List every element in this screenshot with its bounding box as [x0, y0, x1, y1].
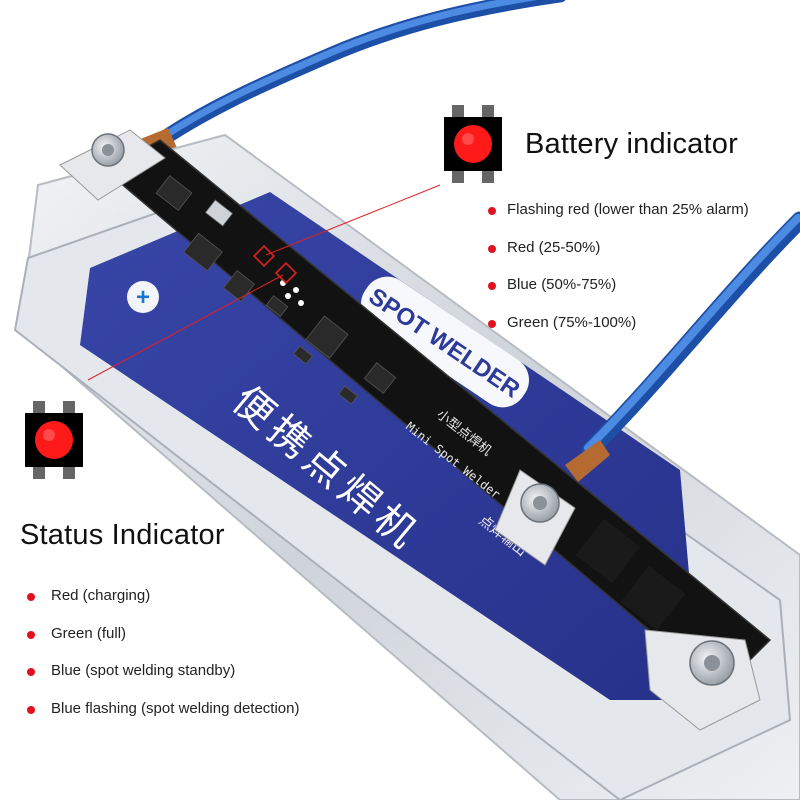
- list-item: Blue (spot welding standby): [26, 662, 299, 700]
- list-item: Red (charging): [26, 587, 299, 625]
- battery-label: [80, 192, 700, 700]
- list-item: Blue (50%-75%): [487, 276, 749, 314]
- plus-badge: [127, 281, 159, 313]
- bullet-dot-icon: [488, 244, 496, 253]
- battery-indicator-title: Battery indicator: [525, 128, 738, 160]
- list-item: Flashing red (lower than 25% alarm): [487, 201, 749, 239]
- plus-sign: +: [136, 284, 150, 311]
- list-item: Blue flashing (spot welding detection): [26, 700, 299, 738]
- spot-welder-badge: [361, 276, 529, 408]
- list-item: Green (75%-100%): [487, 314, 749, 352]
- bullet-dot-icon: [27, 630, 35, 639]
- status-led-icon: [25, 401, 83, 479]
- battery-pointer-line: [265, 184, 441, 256]
- bullet-dot-icon: [27, 593, 35, 601]
- list-item: Red (25-50%): [487, 239, 749, 277]
- status-indicator-title: Status Indicator: [20, 519, 225, 551]
- bullet-dot-icon: [488, 282, 496, 290]
- status-pointer-line: [87, 274, 284, 381]
- battery-indicator-list: Flashing red (lower than 25% alarm) Red …: [487, 201, 749, 351]
- status-led-marker: [274, 261, 298, 285]
- bullet-dot-icon: [488, 207, 496, 215]
- battery-led-marker: [252, 244, 276, 268]
- bullet-dot-icon: [488, 319, 496, 328]
- status-indicator-list: Red (charging) Green (full) Blue (spot w…: [26, 587, 299, 737]
- list-item: Green (full): [26, 625, 299, 663]
- battery-led-icon: [444, 105, 502, 183]
- bullet-dot-icon: [27, 668, 35, 676]
- bullet-dot-icon: [27, 705, 35, 714]
